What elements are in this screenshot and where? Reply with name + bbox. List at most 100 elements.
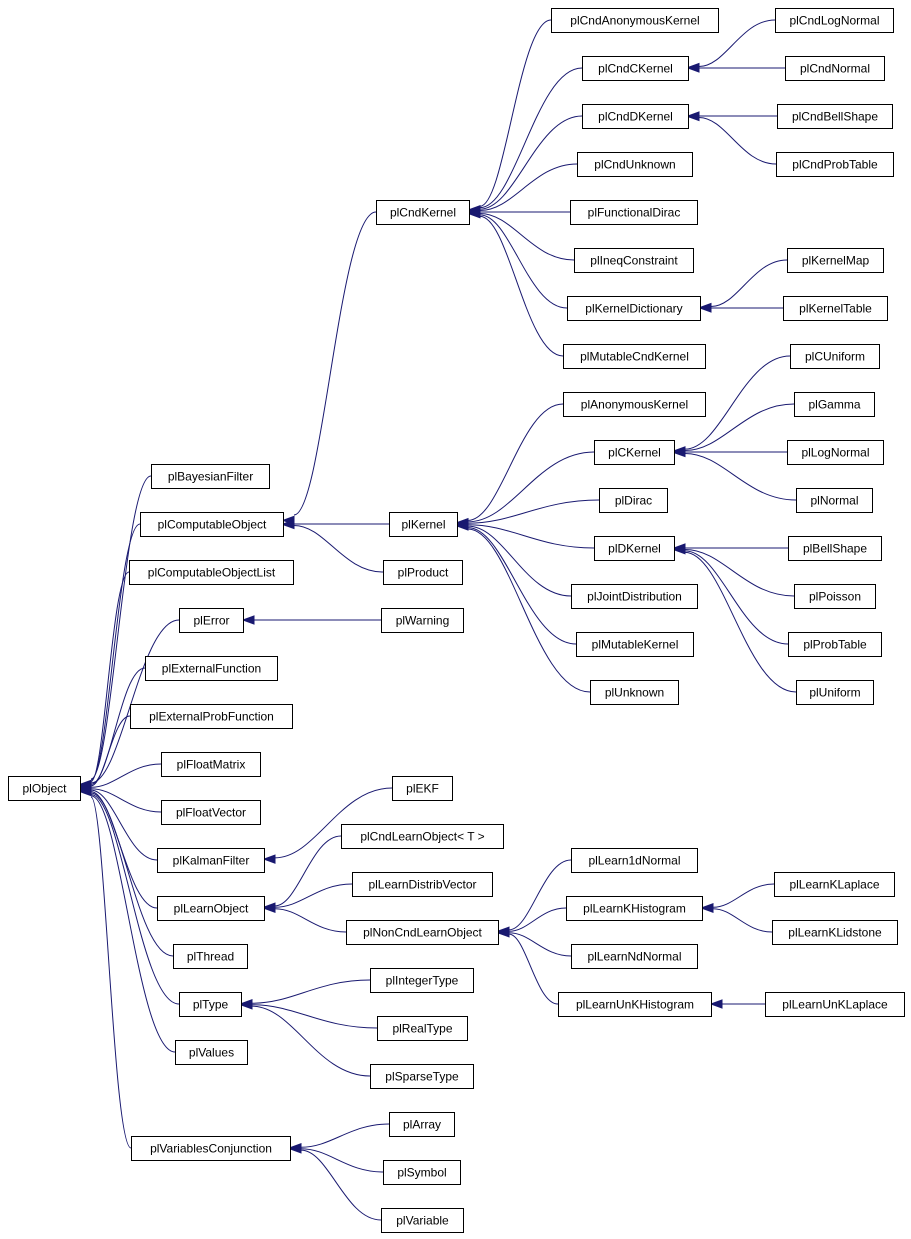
class-node-box — [576, 632, 694, 657]
class-node-pl-symbol[interactable]: plSymbol — [383, 1160, 461, 1185]
class-node-box — [594, 440, 675, 465]
edge-line — [274, 835, 342, 907]
class-node-pl-gamma[interactable]: plGamma — [794, 392, 875, 417]
class-node-pl-kernel-table[interactable]: plKernelTable — [783, 296, 888, 321]
class-node-pl-error[interactable]: plError — [179, 608, 244, 633]
class-node-pl-cnd-dkernel[interactable]: plCndDKernel — [582, 104, 689, 129]
class-node-pl-unknown[interactable]: plUnknown — [590, 680, 679, 705]
class-node-label: plLearnKLidstone — [788, 926, 882, 940]
class-node-label: plLogNormal — [801, 446, 869, 460]
class-node-pl-cnd-learn-object-t[interactable]: plCndLearnObject< T > — [341, 824, 504, 849]
class-node-pl-warning[interactable]: plWarning — [381, 608, 464, 633]
class-node-pl-external-function[interactable]: plExternalFunction — [145, 656, 278, 681]
class-node-pl-cnd-bell-shape[interactable]: plCndBellShape — [777, 104, 893, 129]
class-node-pl-values[interactable]: plValues — [175, 1040, 248, 1065]
class-node-pl-joint-distribution[interactable]: plJointDistribution — [571, 584, 698, 609]
nodes-layer: plObject plBayesianFilter plComputableObje… — [8, 8, 905, 1233]
class-node-pl-learn-khistogram[interactable]: plLearnKHistogram — [566, 896, 703, 921]
edge-line — [712, 908, 773, 933]
class-node-pl-normal[interactable]: plNormal — [796, 488, 873, 513]
class-node-pl-anonymous-kernel[interactable]: plAnonymousKernel — [563, 392, 706, 417]
class-node-pl-cnd-normal[interactable]: plCndNormal — [785, 56, 885, 81]
class-node-label: plSymbol — [397, 1166, 446, 1180]
class-node-pl-computable-object-list[interactable]: plComputableObjectList — [129, 560, 294, 585]
class-node-box — [129, 560, 294, 585]
class-node-pl-thread[interactable]: plThread — [173, 944, 248, 969]
class-node-pl-prob-table[interactable]: plProbTable — [788, 632, 882, 657]
class-node-pl-array[interactable]: plArray — [389, 1112, 455, 1137]
class-node-pl-learn-nd-normal[interactable]: plLearnNdNormal — [571, 944, 698, 969]
class-node-pl-kalman-filter[interactable]: plKalmanFilter — [157, 848, 265, 873]
class-node-box — [151, 464, 270, 489]
class-node-pl-kernel[interactable]: plKernel — [389, 512, 458, 537]
inheritance-edge — [698, 303, 784, 313]
class-node-pl-learn-un-klaplace[interactable]: plLearnUnKLaplace — [765, 992, 905, 1017]
class-node-pl-cnd-ckernel[interactable]: plCndCKernel — [582, 56, 689, 81]
class-node-box — [563, 344, 706, 369]
edge-line — [684, 452, 797, 501]
class-node-pl-cnd-anonymous-kernel[interactable]: plCndAnonymousKernel — [551, 8, 719, 33]
class-node-pl-bell-shape[interactable]: plBellShape — [788, 536, 882, 561]
class-node-pl-dirac[interactable]: plDirac — [599, 488, 668, 513]
class-node-pl-mutable-kernel[interactable]: plMutableKernel — [576, 632, 694, 657]
class-node-pl-learn-un-khistogram[interactable]: plLearnUnKHistogram — [558, 992, 712, 1017]
class-node-label: plComputableObject — [158, 518, 267, 532]
inheritance-edge — [467, 19, 552, 215]
class-node-box — [783, 296, 888, 321]
class-node-box — [772, 920, 898, 945]
class-node-pl-non-cnd-learn-object[interactable]: plNonCndLearnObject — [346, 920, 499, 945]
class-node-pl-ineq-constraint[interactable]: plIneqConstraint — [574, 248, 694, 273]
class-node-pl-learn1d-normal[interactable]: plLearn1dNormal — [571, 848, 698, 873]
class-node-pl-ckernel[interactable]: plCKernel — [594, 440, 675, 465]
edge-line — [90, 763, 162, 788]
class-node-pl-bayesian-filter[interactable]: plBayesianFilter — [151, 464, 270, 489]
class-node-pl-variables-conjunction[interactable]: plVariablesConjunction — [131, 1136, 291, 1161]
class-node-pl-real-type[interactable]: plRealType — [377, 1016, 468, 1041]
class-node-pl-poisson[interactable]: plPoisson — [794, 584, 876, 609]
class-node-label: plLearnNdNormal — [587, 950, 681, 964]
class-node-pl-learn-klidstone[interactable]: plLearnKLidstone — [772, 920, 898, 945]
class-node-pl-external-prob-function[interactable]: plExternalProbFunction — [130, 704, 293, 729]
class-node-pl-object[interactable]: plObject — [8, 776, 81, 801]
class-node-pl-type[interactable]: plType — [179, 992, 242, 1017]
class-node-label: plType — [193, 998, 229, 1012]
class-node-pl-ekf[interactable]: plEKF — [392, 776, 453, 801]
class-node-pl-product[interactable]: plProduct — [383, 560, 463, 585]
class-node-pl-mutable-cnd-kernel[interactable]: plMutableCndKernel — [563, 344, 706, 369]
class-node-label: plCndProbTable — [792, 158, 878, 172]
class-node-pl-variable[interactable]: plVariable — [381, 1208, 464, 1233]
edge-arrowhead — [700, 903, 714, 914]
class-node-pl-uniform[interactable]: plUniform — [796, 680, 874, 705]
class-node-pl-kernel-dictionary[interactable]: plKernelDictionary — [567, 296, 701, 321]
class-node-label: plMutableCndKernel — [580, 350, 689, 364]
edge-arrowhead — [672, 545, 686, 555]
class-node-pl-cnd-prob-table[interactable]: plCndProbTable — [776, 152, 894, 177]
class-node-pl-learn-klaplace[interactable]: plLearnKLaplace — [774, 872, 895, 897]
class-node-pl-float-vector[interactable]: plFloatVector — [161, 800, 261, 825]
class-node-pl-computable-object[interactable]: plComputableObject — [140, 512, 284, 537]
inheritance-edge — [467, 163, 578, 217]
class-node-pl-cnd-log-normal[interactable]: plCndLogNormal — [775, 8, 894, 33]
class-node-pl-cnd-kernel[interactable]: plCndKernel — [376, 200, 470, 225]
class-node-pl-float-matrix[interactable]: plFloatMatrix — [161, 752, 261, 777]
class-node-pl-learn-distrib-vector[interactable]: plLearnDistribVector — [352, 872, 493, 897]
class-node-box — [787, 248, 884, 273]
edge-line — [508, 907, 567, 932]
class-node-pl-functional-dirac[interactable]: plFunctionalDirac — [570, 200, 698, 225]
class-node-pl-kernel-map[interactable]: plKernelMap — [787, 248, 884, 273]
class-node-pl-cuniform[interactable]: plCUniform — [790, 344, 880, 369]
class-node-box — [161, 752, 261, 777]
class-node-pl-learn-object[interactable]: plLearnObject — [157, 896, 265, 921]
class-node-pl-dkernel[interactable]: plDKernel — [594, 536, 675, 561]
edge-line — [479, 214, 568, 309]
edge-line — [479, 215, 564, 357]
inheritance-edge — [281, 519, 384, 573]
class-node-box — [346, 920, 499, 945]
class-node-pl-sparse-type[interactable]: plSparseType — [370, 1064, 474, 1089]
class-node-label: plBayesianFilter — [168, 470, 253, 484]
edge-line — [90, 796, 132, 1149]
class-node-pl-integer-type[interactable]: plIntegerType — [370, 968, 474, 993]
class-node-pl-log-normal[interactable]: plLogNormal — [787, 440, 884, 465]
class-node-pl-cnd-unknown[interactable]: plCndUnknown — [577, 152, 693, 177]
